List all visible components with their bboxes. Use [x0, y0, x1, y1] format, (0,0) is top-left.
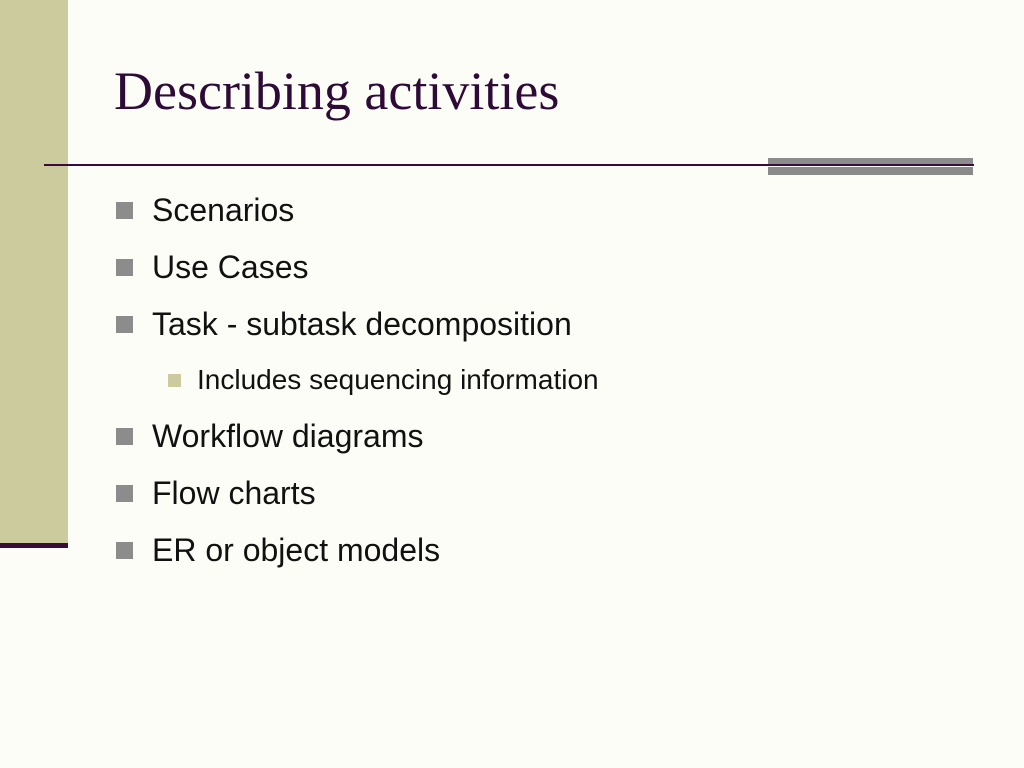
bullet-item: Scenarios: [116, 190, 294, 230]
bullet-item: Flow charts: [116, 473, 316, 513]
bullet-text: Use Cases: [152, 248, 309, 285]
square-bullet-icon: [116, 315, 133, 333]
bullet-text: Task - subtask decomposition: [152, 305, 572, 342]
bullet-text: Flow charts: [152, 474, 316, 511]
divider-accent-band-bottom: [768, 167, 973, 175]
left-accent-line: [0, 543, 68, 548]
bullet-text: Workflow diagrams: [152, 417, 424, 454]
bullet-text: Scenarios: [152, 191, 295, 228]
slide-title: Describing activities: [114, 61, 560, 121]
square-bullet-icon: [116, 258, 133, 276]
divider-accent-block: [768, 158, 973, 180]
bullet-item: Task - subtask decomposition: [116, 304, 572, 344]
square-bullet-icon: [116, 484, 133, 502]
divider-accent-band-top: [768, 158, 973, 164]
sub-bullet-item: Includes sequencing information: [168, 362, 599, 398]
square-bullet-icon: [116, 427, 133, 445]
bullet-item: Workflow diagrams: [116, 416, 423, 456]
sub-bullet-text: Includes sequencing information: [197, 364, 599, 395]
square-sub-bullet-icon: [168, 373, 181, 387]
left-decorative-band: [0, 0, 68, 545]
square-bullet-icon: [116, 201, 133, 219]
bullet-text: ER or object models: [152, 531, 441, 568]
bullet-item: Use Cases: [116, 247, 309, 287]
square-bullet-icon: [116, 541, 133, 559]
title-divider-line: [44, 164, 974, 166]
bullet-item: ER or object models: [116, 530, 440, 570]
